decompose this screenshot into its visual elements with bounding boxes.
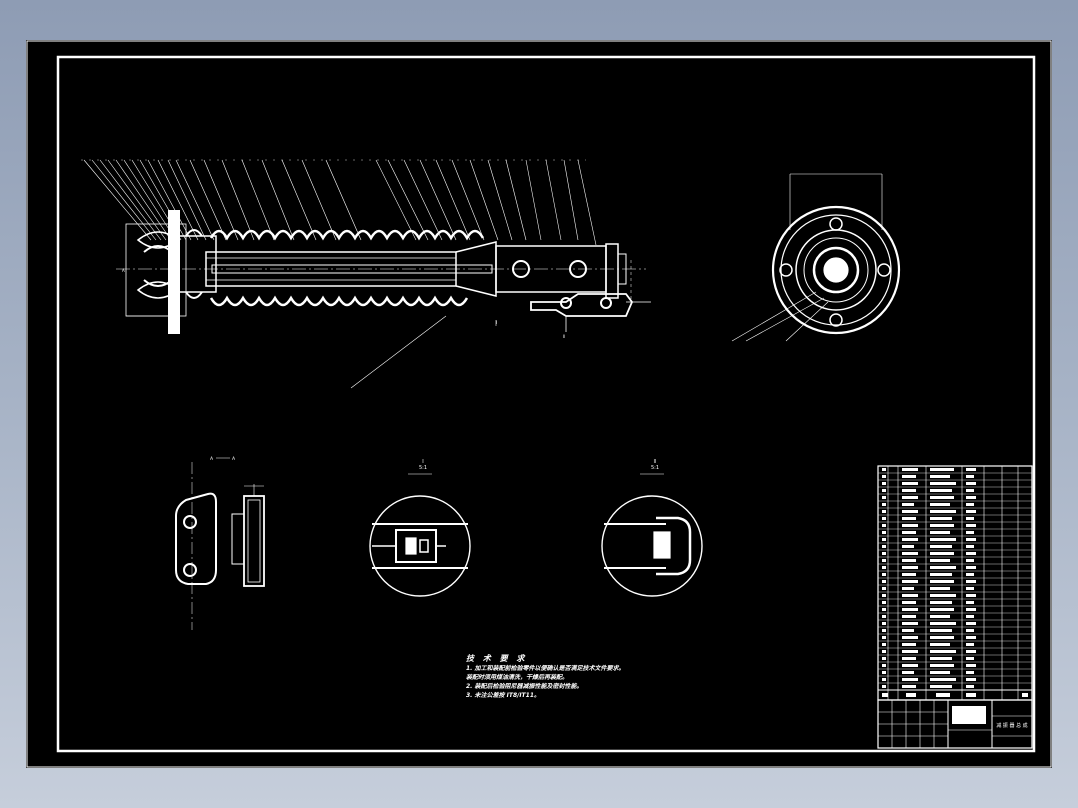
parts-list-text <box>882 468 1028 697</box>
end-view <box>731 173 901 342</box>
drawing-title: 减 振 器 总 成 <box>996 723 1028 729</box>
detail-ii-label: II 5:1 <box>644 459 666 471</box>
technical-requirement-line: 2. 装配后检验阻尼器减振性能及密封性能。 <box>466 683 583 690</box>
parts-list-rows <box>878 472 1032 684</box>
svg-text:II: II <box>563 334 565 339</box>
section-a-a-view <box>175 462 265 630</box>
svg-text:A: A <box>210 456 214 462</box>
svg-text:A: A <box>232 456 236 462</box>
detail-ii-view <box>601 473 703 597</box>
detail-i-scale: 5:1 <box>418 465 428 471</box>
leader-lines <box>81 159 597 389</box>
svg-text:A: A <box>122 268 125 273</box>
cad-viewport[interactable]: A I II <box>26 40 1052 768</box>
technical-requirement-line: 3. 未注公差按 IT8/IT11。 <box>466 692 540 699</box>
coil-spring <box>209 229 485 307</box>
main-assembly-view <box>81 159 651 389</box>
detail-i-label: I 5:1 <box>412 459 434 471</box>
title-block <box>877 699 1033 749</box>
detail-i-number: I <box>422 459 424 465</box>
technical-requirements-title: 技 术 要 求 <box>466 654 528 663</box>
cad-drawing: A I II <box>26 40 1052 768</box>
technical-requirement-line: 1. 加工和装配前检验零件以便确认是否满足技术文件要求。 <box>466 665 625 672</box>
detail-i-view <box>369 473 471 597</box>
outer-frame <box>26 40 1052 768</box>
technical-requirement-line: 装配时须用煤油清洗，干燥后再装配。 <box>466 674 569 681</box>
detail-ii-number: II <box>653 459 657 465</box>
svg-text:I: I <box>496 320 497 325</box>
technical-requirements: 技 术 要 求 1. 加工和装配前检验零件以便确认是否满足技术文件要求。 装配时… <box>466 654 625 700</box>
detail-ii-scale: 5:1 <box>650 465 660 471</box>
inner-frame <box>56 55 1036 753</box>
